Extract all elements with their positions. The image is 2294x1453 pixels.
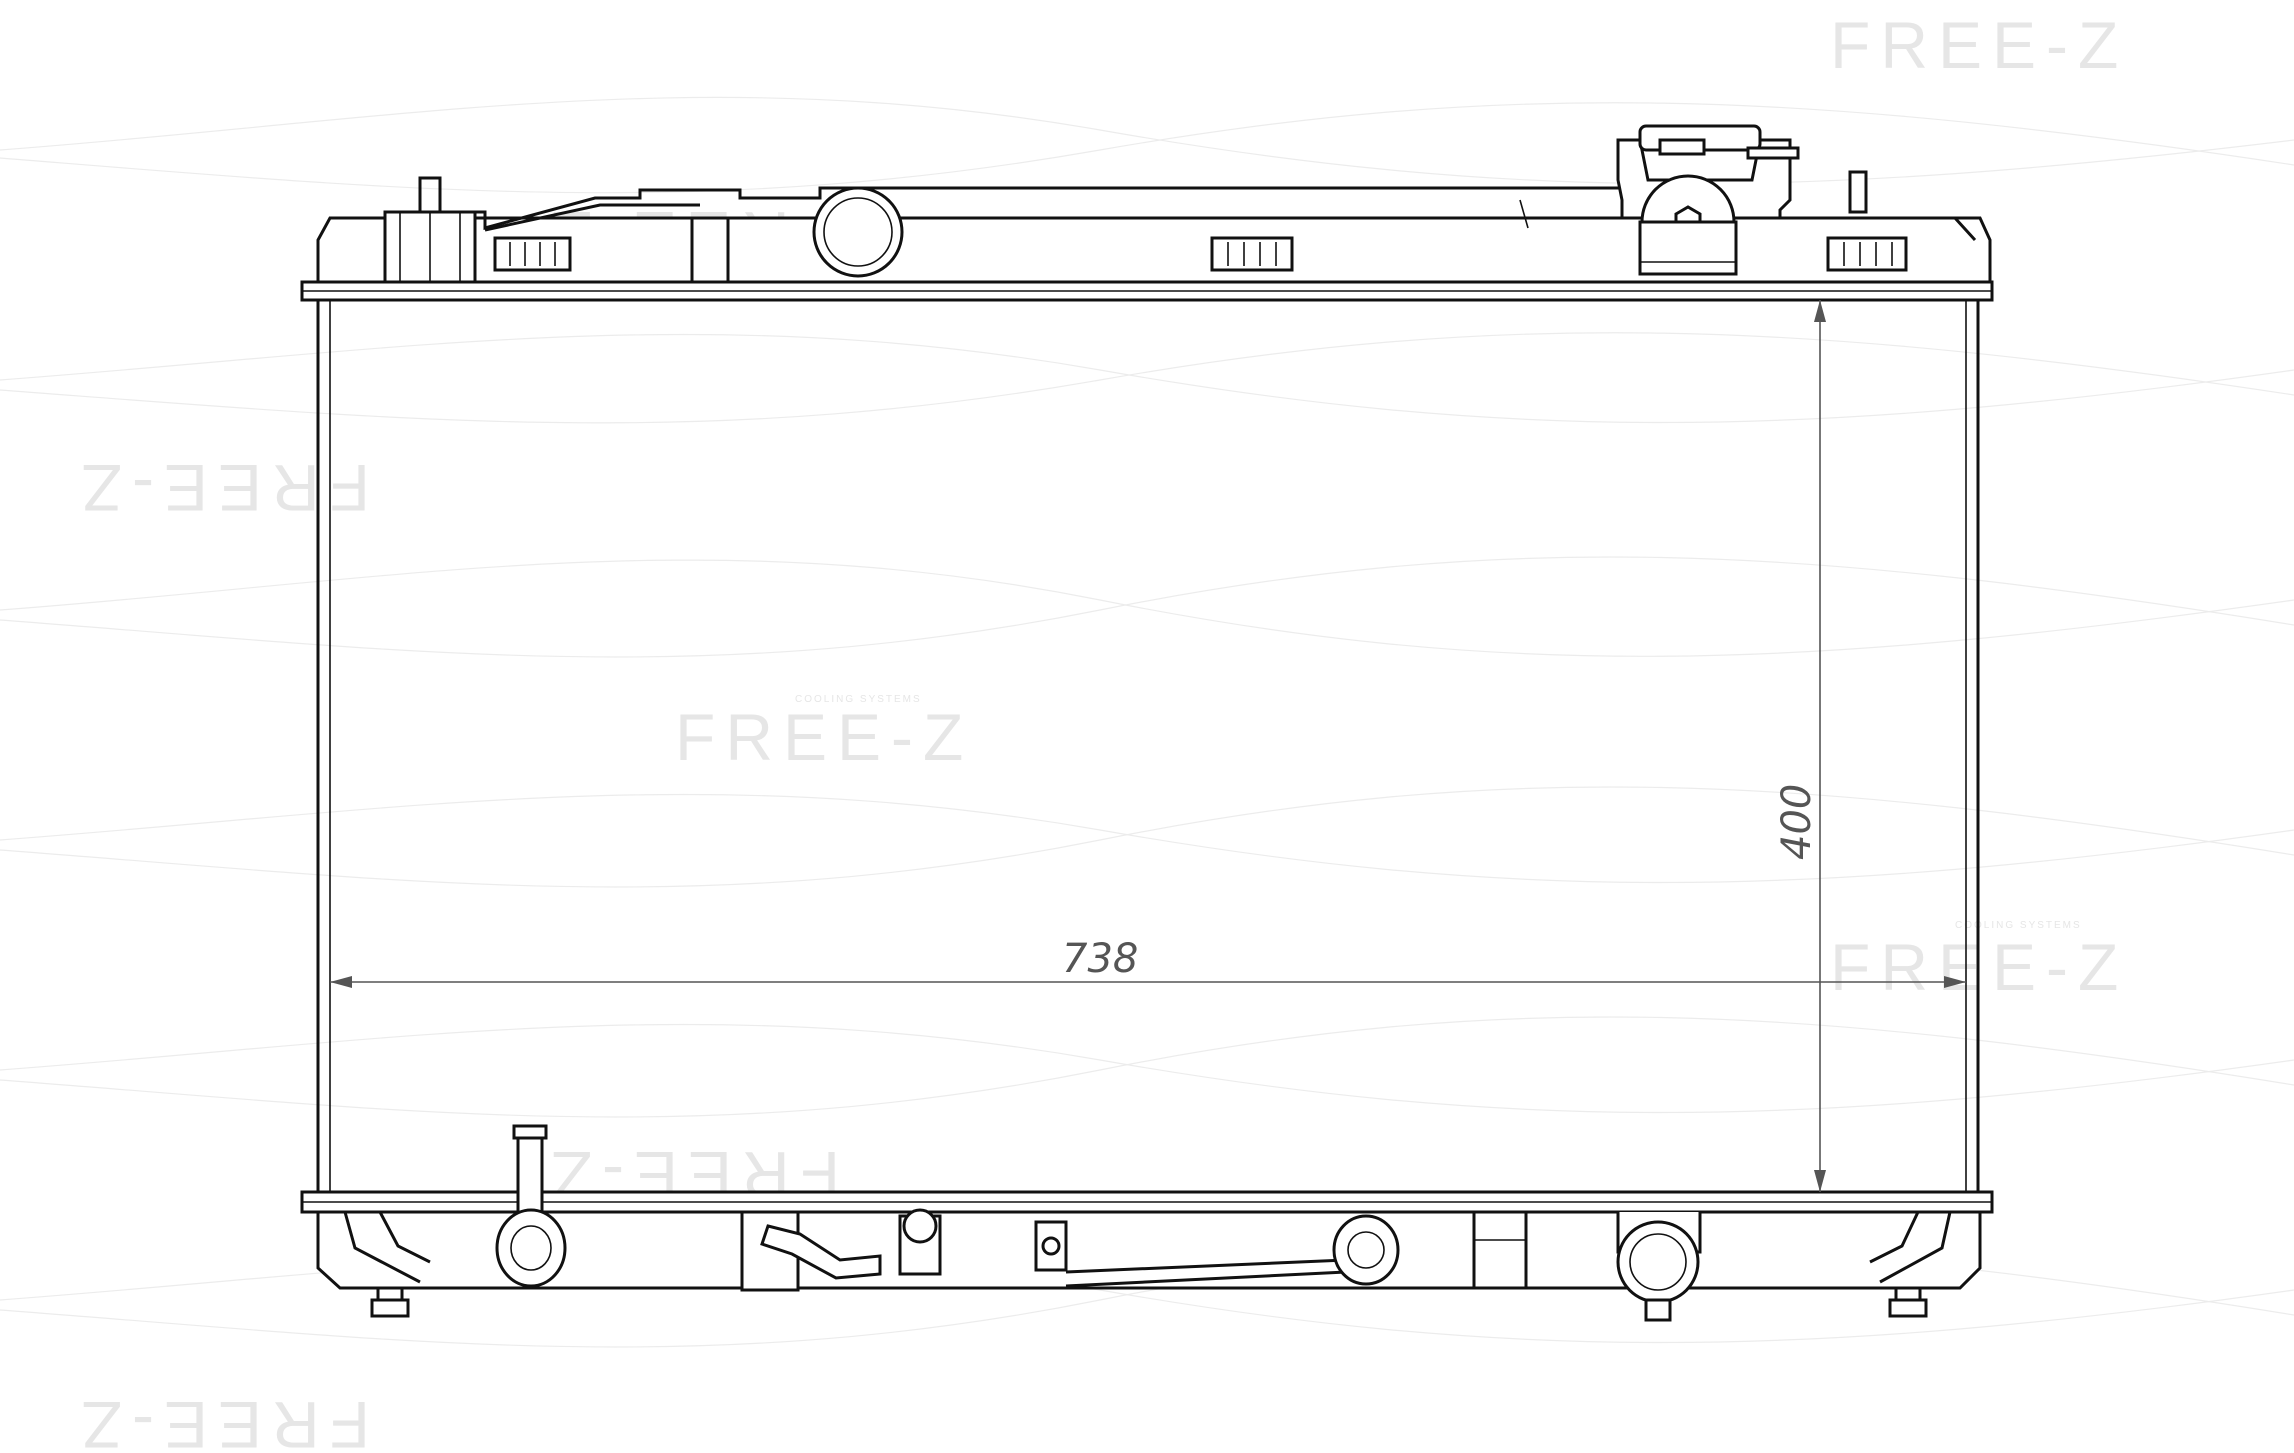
drain-valve (495, 1124, 567, 1288)
width-label: 738 (1062, 936, 1138, 982)
filler-cap (1616, 124, 1800, 276)
watermark-brand: FREE-Z (72, 1388, 370, 1453)
lower-hose-neck (1616, 1212, 1702, 1322)
transmission-pipe (1065, 1214, 1400, 1288)
top-tank (300, 124, 1994, 302)
clip (493, 236, 572, 272)
clip (1210, 236, 1294, 272)
watermark-tagline: COOLING SYSTEMS (1955, 920, 2082, 931)
watermark-tagline: COOLING SYSTEMS (795, 694, 922, 705)
height-label: 400 (1774, 784, 1820, 860)
watermark-brand: FREE-Z (72, 451, 370, 525)
watermark-brand: FREE-Z (1830, 8, 2128, 82)
width-dimension: 738 (330, 936, 1966, 988)
watermark-brand: FREE-Z (675, 700, 973, 774)
clip (1826, 236, 1908, 272)
radiator-core (316, 298, 1980, 1194)
upper-hose-neck (812, 186, 904, 278)
watermark-brand: FREE-Z (1830, 930, 2128, 1004)
bottom-tank (300, 1124, 1994, 1322)
height-dimension: 400 (1774, 300, 1826, 1192)
